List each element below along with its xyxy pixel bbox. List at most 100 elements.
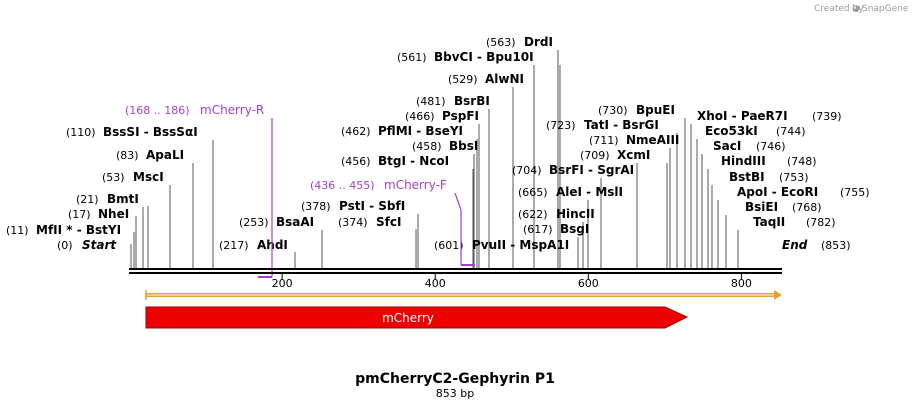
enzyme-sites-left: (0) Start (11) MfII * - BstYI (17) NheI …: [6, 35, 679, 252]
site-name[interactable]: XcmI: [617, 148, 650, 162]
map-length: 853 bp: [436, 387, 474, 400]
site-pos: (374): [338, 216, 368, 229]
site-name[interactable]: BbsI: [449, 139, 478, 153]
ruler-tick-label: 200: [272, 277, 293, 290]
site-name[interactable]: PstI - SbfI: [339, 199, 405, 213]
primer-range: (168 .. 186): [125, 104, 190, 117]
site-name[interactable]: MfII * - BstYI: [36, 223, 121, 237]
site-pos: (746): [756, 140, 786, 153]
site-pos: (853): [821, 239, 851, 252]
site-pos: (53): [102, 171, 125, 184]
site-pos: (456): [341, 155, 371, 168]
feature-label: mCherry: [382, 311, 434, 325]
primer-mcherry-r[interactable]: (168 .. 186) mCherry-R: [125, 103, 273, 278]
feature-arrow: [145, 306, 689, 329]
site-pos: (378): [301, 200, 331, 213]
site-name[interactable]: NmeAIII: [626, 133, 679, 147]
primer-range: (436 .. 455): [310, 179, 375, 192]
site-pos: (748): [787, 155, 817, 168]
site-pos: (17): [68, 208, 91, 221]
site-pos: (723): [546, 119, 576, 132]
site-pos: (711): [589, 134, 619, 147]
site-name[interactable]: TatI - BsrGI: [584, 118, 659, 132]
map-title: pmCherryC2-Gephyrin P1: [355, 371, 555, 387]
site-pos: (739): [812, 110, 842, 123]
site-name[interactable]: SfcI: [376, 215, 401, 229]
site-pos: (704): [512, 164, 542, 177]
site-pos: (665): [518, 186, 548, 199]
site-pos: (458): [412, 140, 442, 153]
site-pos: (21): [76, 193, 99, 206]
ruler: 200 400 600 800: [272, 274, 752, 290]
site-name[interactable]: TaqII: [753, 215, 785, 229]
site-pos: (253): [239, 216, 269, 229]
site-name[interactable]: PvuII - MspA1I: [472, 238, 569, 252]
ruler-tick-label: 800: [731, 277, 752, 290]
site-name[interactable]: BtgI - NcoI: [378, 154, 449, 168]
site-name[interactable]: AlwNI: [485, 72, 524, 86]
site-pos: (529): [448, 73, 478, 86]
site-name[interactable]: XhoI - PaeR7I: [697, 109, 788, 123]
site-pos: (0): [57, 239, 73, 252]
site-pos: (217): [219, 239, 249, 252]
primer-name: mCherry-R: [200, 103, 264, 117]
site-pos: (83): [116, 149, 139, 162]
primer-leader: [454, 192, 462, 211]
site-leader-lines: [130, 50, 739, 268]
site-name[interactable]: BsrBI: [454, 94, 490, 108]
site-pos: (755): [840, 186, 870, 199]
site-pos: (730): [598, 104, 628, 117]
backbone-bottom-strand: [129, 272, 782, 274]
snapgene-logo-icon: ◕: [852, 4, 860, 14]
primer-mcherry-f[interactable]: (436 .. 455) mCherry-F: [310, 178, 475, 266]
site-name[interactable]: HincII: [556, 207, 595, 221]
site-name[interactable]: BmtI: [107, 192, 139, 206]
site-name[interactable]: PflMI - BseYI: [378, 124, 463, 138]
site-name[interactable]: BpuEI: [636, 103, 675, 117]
site-pos: (462): [341, 125, 371, 138]
site-pos: (11): [6, 224, 29, 237]
site-name[interactable]: BstBI: [729, 170, 765, 184]
site-name[interactable]: MscI: [133, 170, 164, 184]
site-pos: (622): [518, 208, 548, 221]
site-name-start[interactable]: Start: [82, 238, 117, 252]
site-name[interactable]: PspFI: [442, 109, 479, 123]
site-name[interactable]: HindIII: [721, 154, 766, 168]
site-pos: (782): [806, 216, 836, 229]
site-name[interactable]: BbvCI - Bpu10I: [434, 50, 534, 64]
feature-mcherry[interactable]: mCherry: [145, 306, 689, 329]
site-name[interactable]: SacI: [713, 139, 741, 153]
site-name[interactable]: AleI - MslI: [556, 185, 623, 199]
site-name[interactable]: NheI: [98, 207, 129, 221]
primer-name: mCherry-F: [384, 178, 447, 192]
site-name[interactable]: BsgI: [560, 222, 589, 236]
ruler-tick-label: 600: [578, 277, 599, 290]
site-name[interactable]: BsaAI: [276, 215, 314, 229]
credit-brand: SnapGene: [862, 4, 909, 14]
site-pos: (110): [66, 126, 96, 139]
site-pos: (753): [779, 171, 809, 184]
ruler-tick-label: 400: [425, 277, 446, 290]
site-pos: (768): [792, 201, 822, 214]
site-name[interactable]: ApaLI: [146, 148, 184, 162]
orf-bar[interactable]: [145, 290, 782, 300]
site-pos: (744): [776, 125, 806, 138]
site-pos: (481): [416, 95, 446, 108]
enzyme-sites-right: XhoI - PaeR7I (739) Eco53kI (744) SacI (…: [697, 109, 870, 252]
credit-prefix: Created by: [814, 4, 864, 14]
site-name[interactable]: BsrFI - SgrAI: [549, 163, 634, 177]
site-pos: (466): [405, 110, 435, 123]
site-name[interactable]: DrdI: [524, 35, 553, 49]
site-name[interactable]: BsiEI: [745, 200, 778, 214]
site-name[interactable]: BssSI - BssSαI: [103, 125, 198, 139]
site-pos: (563): [486, 36, 516, 49]
orf-arrow-icon: [774, 290, 782, 300]
site-pos: (617): [523, 223, 553, 236]
site-pos: (601): [434, 239, 464, 252]
site-name[interactable]: ApoI - EcoRI: [737, 185, 818, 199]
site-pos: (709): [580, 149, 610, 162]
site-name[interactable]: Eco53kI: [705, 124, 758, 138]
backbone-top-strand: [129, 268, 782, 270]
site-name-end[interactable]: End: [782, 238, 808, 252]
